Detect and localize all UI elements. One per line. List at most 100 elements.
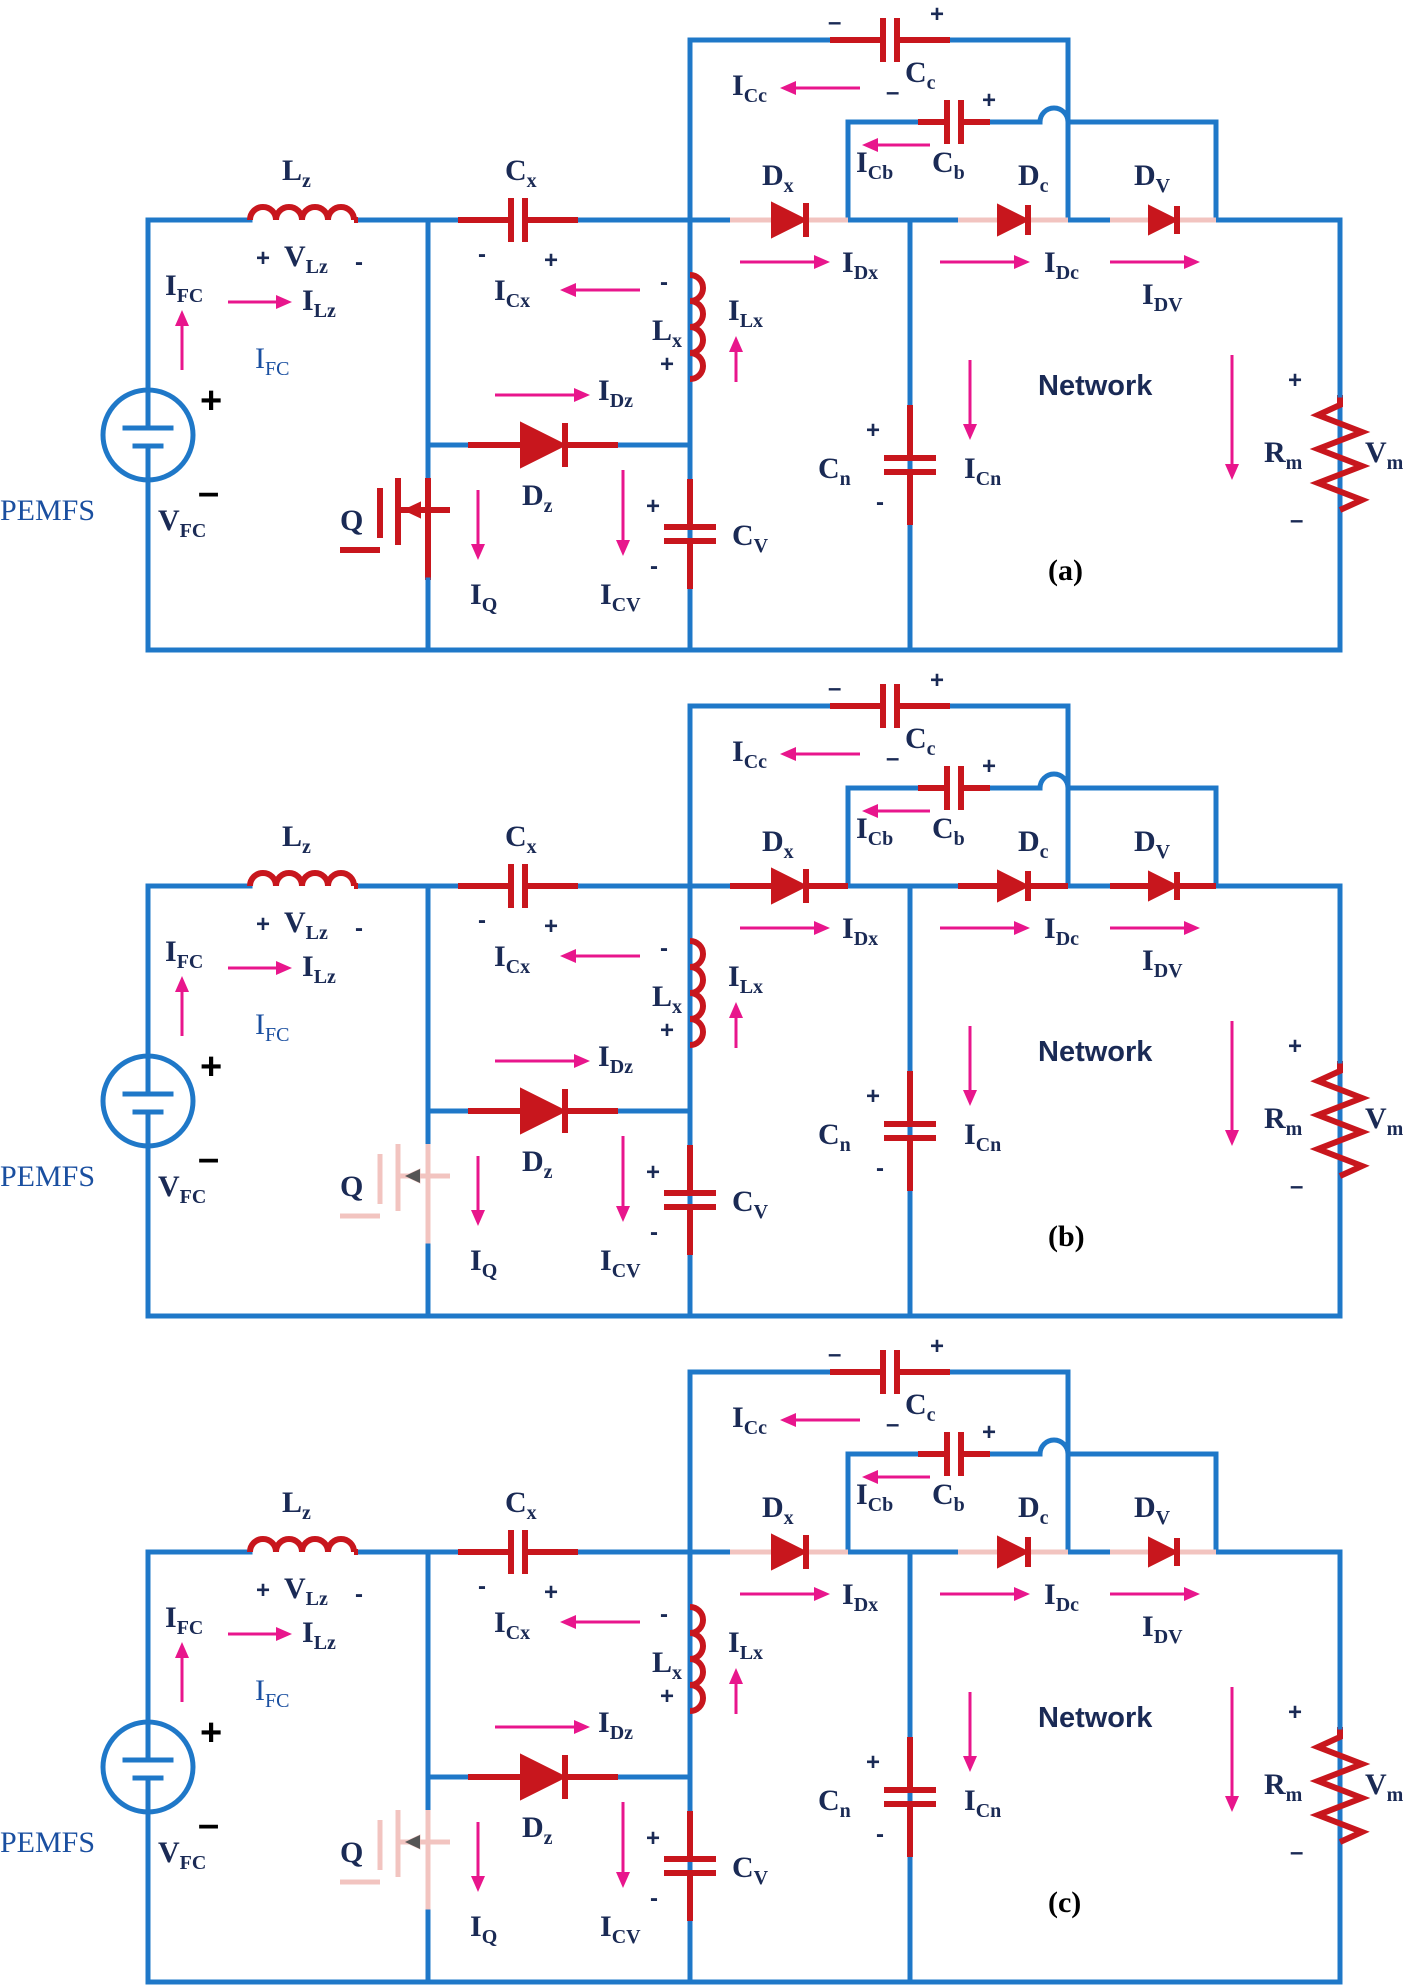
lz-label-main: L <box>282 820 302 853</box>
rm-label: Rm <box>1264 1768 1303 1806</box>
cx-minus: - <box>478 1573 486 1600</box>
idv-label: IDV <box>1142 278 1183 316</box>
icc-label-main: I <box>732 1401 744 1434</box>
resistor-rm <box>1309 1727 1371 1845</box>
cb-label-sub: b <box>954 1494 965 1516</box>
idc-label-main: I <box>1044 1578 1056 1611</box>
idz-label-sub: Dz <box>610 1056 633 1078</box>
cx-label: Cx <box>505 820 537 858</box>
lz-label-sub: z <box>302 1502 311 1524</box>
cc-minus-2: – <box>886 79 899 106</box>
dz-label-sub: z <box>544 495 553 517</box>
idc-label-main: I <box>1044 912 1056 945</box>
cn-label: Cn <box>818 1784 851 1822</box>
idx-label-main: I <box>842 1578 854 1611</box>
diode-dx-triangle <box>771 1533 809 1571</box>
inductor-lz <box>247 204 357 221</box>
icn-arrow-head <box>963 424 977 440</box>
icx-arrow-head <box>560 949 576 963</box>
ilz-label-main: I <box>302 1616 314 1649</box>
dz-label-main: D <box>522 1811 544 1844</box>
idv-label-main: I <box>1142 278 1154 311</box>
icn-label: ICn <box>964 1784 1001 1822</box>
cc-minus-2: – <box>886 745 899 772</box>
q-label-main: Q <box>340 1170 363 1203</box>
cx-label-sub: x <box>527 170 537 192</box>
source-plus: + <box>200 380 222 422</box>
icv-label-main: I <box>600 578 612 611</box>
ifc-label: IFC <box>165 935 203 973</box>
resistor-rm <box>1309 395 1371 513</box>
ifc-label-sub: FC <box>177 285 204 307</box>
panel-caption: (a) <box>1048 554 1083 587</box>
vlz-plus: + <box>256 245 270 272</box>
wire-crossover <box>1037 1437 1071 1457</box>
inductor-lx <box>689 272 706 382</box>
cx-label-sub: x <box>527 836 537 858</box>
diode-dz-triangle <box>520 421 568 469</box>
diode-dv-triangle <box>1148 870 1180 902</box>
idc-arrow-head <box>1014 1587 1030 1601</box>
q-label-main: Q <box>340 1836 363 1869</box>
cb-label-sub: b <box>954 162 965 184</box>
rm-label: Rm <box>1264 1102 1303 1140</box>
dz-label: Dz <box>522 479 553 517</box>
cx-label-sub: x <box>527 1502 537 1524</box>
cb-label: Cb <box>932 1478 965 1516</box>
source-plus: + <box>200 1712 222 1754</box>
lz-label-sub: z <box>302 170 311 192</box>
rm-label-main: R <box>1264 436 1286 469</box>
lz-label-main: L <box>282 1486 302 1519</box>
vfc-label: VFC <box>158 1836 206 1874</box>
cc-minus: – <box>828 9 841 36</box>
ilz-label-sub: Lz <box>314 1632 336 1654</box>
vm-label: Vm <box>1365 1102 1404 1140</box>
lz-label-main: L <box>282 154 302 187</box>
idx-label-sub: Dx <box>854 262 878 284</box>
vm-label-main: V <box>1365 436 1387 469</box>
dv-label: DV <box>1134 825 1171 863</box>
vlz-label-sub: Lz <box>306 256 328 278</box>
vm-label-main: V <box>1365 1102 1387 1135</box>
icn-label-sub: Cn <box>976 468 1002 490</box>
pemfs-label: PEMFS <box>0 1160 95 1193</box>
cx-minus: - <box>478 907 486 934</box>
vlz-label-main: V <box>284 240 306 273</box>
diode-dc-triangle <box>997 203 1031 237</box>
mosfet-arrow <box>402 501 421 519</box>
idv-label-sub: DV <box>1154 294 1183 316</box>
idc-arrow-head <box>1014 921 1030 935</box>
ilz-label-sub: Lz <box>314 966 336 988</box>
lz-label: Lz <box>282 1486 311 1524</box>
lz-label: Lz <box>282 154 311 192</box>
vm-label-sub: m <box>1387 1784 1404 1806</box>
ilx-arrow-head <box>729 336 743 352</box>
idv-label-main: I <box>1142 1610 1154 1643</box>
icv-arrow-head <box>616 1872 630 1888</box>
idz-arrow-head <box>574 1720 590 1734</box>
idz-arrow-head <box>574 388 590 402</box>
cv-plus: + <box>646 1825 660 1852</box>
cv-label-sub: V <box>754 1201 769 1223</box>
ilz-label: ILz <box>302 284 336 322</box>
lx-label-main: L <box>652 980 672 1013</box>
dz-label-main: D <box>522 479 544 512</box>
dc-label-sub: c <box>1040 841 1049 863</box>
ilx-label-main: I <box>728 960 740 993</box>
idc-label-sub: Dc <box>1056 262 1079 284</box>
vfc-label-sub: FC <box>180 1852 207 1874</box>
ilz-arrow-head <box>276 1627 292 1641</box>
idc-label-sub: Dc <box>1056 1594 1079 1616</box>
ifc-label-2-sub: FC <box>265 1024 289 1046</box>
source-minus: – <box>198 472 219 514</box>
vfc-label: VFC <box>158 504 206 542</box>
icx-label-main: I <box>494 940 506 973</box>
vm-label-sub: m <box>1387 452 1404 474</box>
icn-label-main: I <box>964 452 976 485</box>
ilz-arrow-head <box>276 295 292 309</box>
rm-label-sub: m <box>1286 1784 1303 1806</box>
icn-label-main: I <box>964 1118 976 1151</box>
